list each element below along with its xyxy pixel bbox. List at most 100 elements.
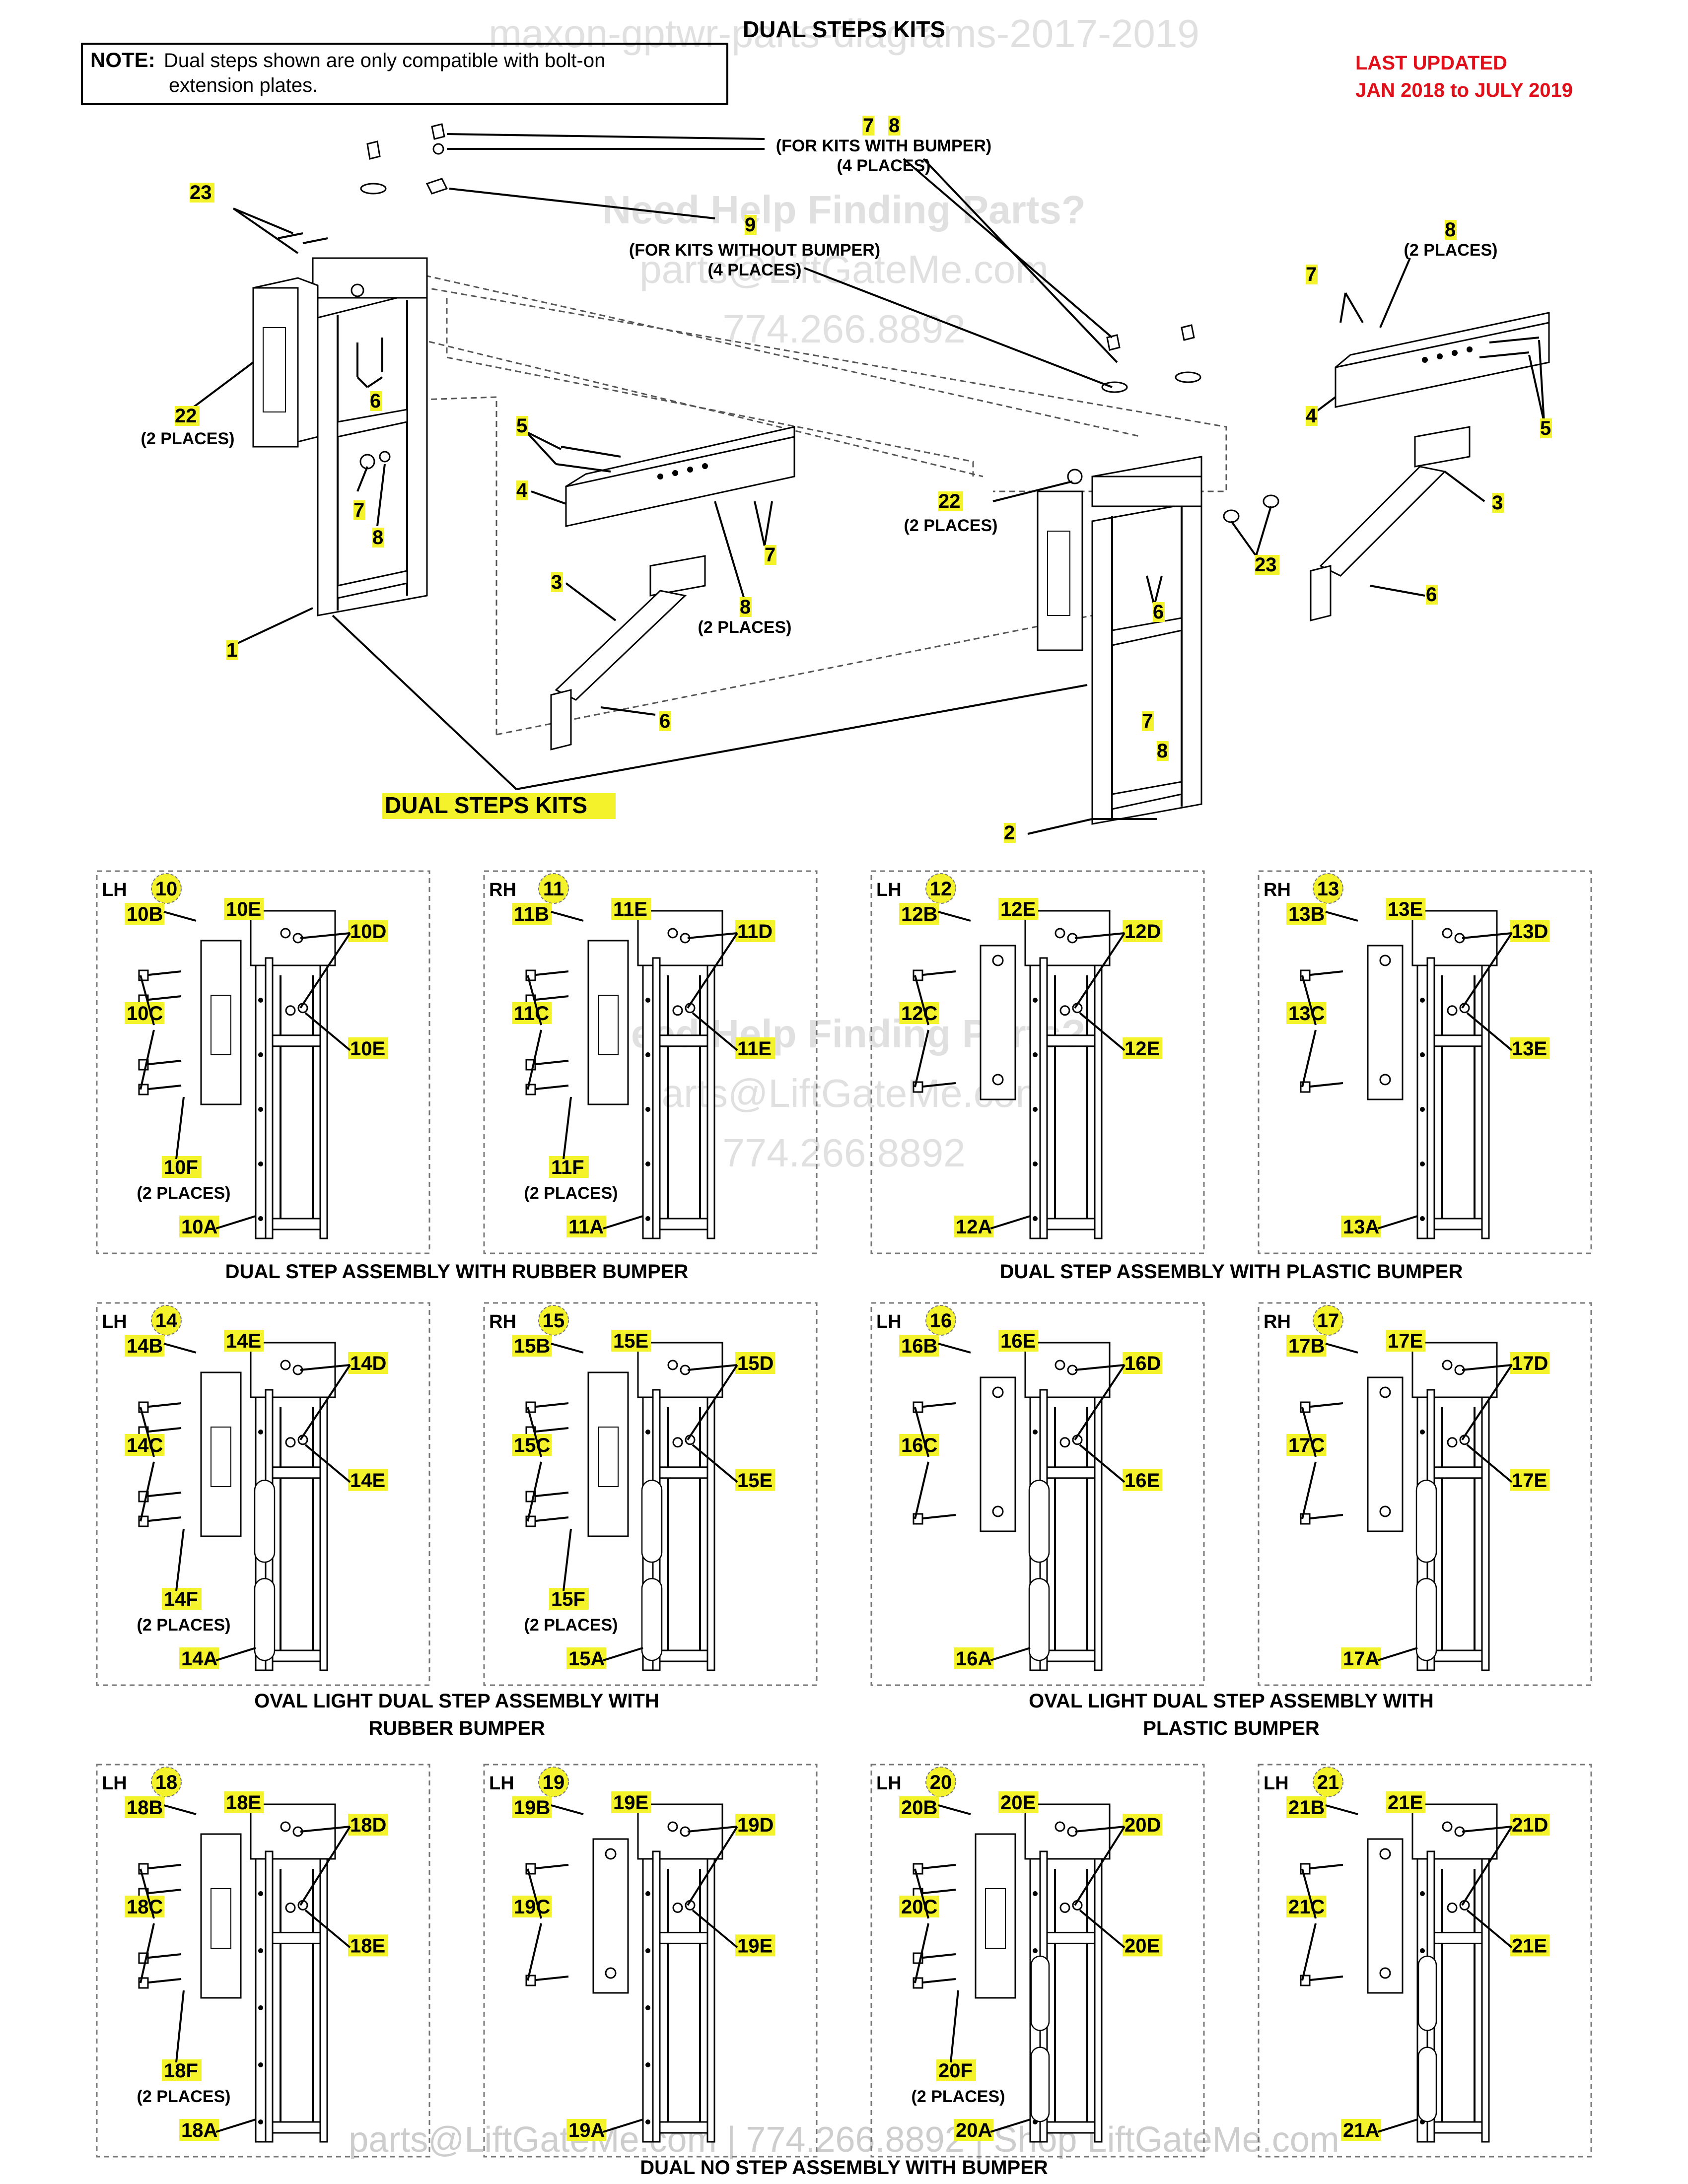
upper-step [1433,1034,1483,1047]
leader-line [914,975,929,1025]
callout-12A: 12A [956,1216,992,1238]
callout-19B-highlight [512,1796,552,1818]
upper-step [272,1034,321,1047]
callout-12E-bottom-highlight [1123,1037,1162,1059]
leader-line [563,1528,572,1591]
callout-15C: 15C [514,1434,550,1456]
leader-line [300,1826,351,1833]
panel-side-label: LH [876,1311,902,1332]
callout-16E-top: 16E [1000,1330,1036,1352]
callout-17E-bottom: 17E [1512,1470,1547,1492]
note-label: NOTE: [90,48,155,71]
watermark-footer: parts@LiftGateMe.com | 774.266.8892 | Sh… [349,2120,1339,2160]
leader-line [687,1364,738,1440]
mounting-plate [1024,910,1111,966]
label-four-places-b: (4 PLACES) [708,261,802,279]
panel-side-label: LH [102,880,127,900]
step-assembly [1411,1342,1498,1671]
callout-11E-bottom-highlight [735,1037,775,1059]
leader-line [1301,1029,1317,1088]
callout-3-right: 3 [1492,492,1503,514]
callout-15E-bottom-highlight [735,1469,775,1491]
callout-10E-top: 10E [226,898,261,920]
bolt-hole [1442,1360,1453,1370]
rivet [258,1216,263,1221]
leader-line [687,1364,738,1371]
leader-line [551,1343,584,1354]
rivet [1033,998,1038,1003]
note-line-2: extension plates. [169,74,318,96]
mounting-plate [250,910,336,966]
leader-line [1377,1647,1418,1661]
callout-19E-bottom: 19E [737,1935,773,1957]
watermark-phone-2: 774.266.8892 [722,1131,965,1175]
panel-frame [483,1764,818,2158]
callout-17C-highlight [1286,1434,1326,1456]
leader-line [1466,1012,1513,1051]
lower-step [659,2121,708,2134]
callout-15D-highlight [735,1352,775,1374]
oval-light [1028,1479,1050,1563]
bolt-head [1300,1401,1311,1413]
callout-14A: 14A [181,1648,217,1670]
callout-13A-highlight [1341,1216,1381,1237]
section-oval-plastic-1: OVAL LIGHT DUAL STEP ASSEMBLY WITH [1029,1690,1434,1712]
side-flange [642,1858,654,2143]
right-rail [319,964,328,1239]
callout-14D-highlight [348,1352,388,1374]
leader-line [1301,1868,1317,1919]
plastic-bumper [592,1838,629,1994]
callout-8-right: 8 [1445,219,1456,241]
rivet [1420,1948,1425,1953]
section-plastic: DUAL STEP ASSEMBLY WITH PLASTIC BUMPER [1000,1261,1463,1283]
callout-15A: 15A [568,1648,605,1670]
bolt-hole [285,1437,296,1448]
leader-line [527,975,542,1025]
bolt-hole [1055,928,1065,939]
callout-10A: 10A [181,1216,217,1238]
callout-11B: 11B [514,903,549,925]
callout-12E-top: 12E [1000,898,1036,920]
bolt [1305,1864,1343,1870]
callout-12E-bottom: 12E [1125,1038,1160,1060]
leader-line [140,1407,155,1457]
callout-17C: 17C [1288,1434,1325,1456]
panel-side-label: LH [102,1773,127,1794]
callout-15B: 15B [514,1335,550,1357]
rivet [645,1161,650,1166]
callout-23-right: 23 [1255,554,1277,576]
left-rail [265,957,274,1239]
bolt-head [913,1863,923,1875]
rivet [645,1107,650,1112]
bumper-hole [1379,1074,1391,1086]
rivet [645,2119,650,2124]
bumper-logo [598,995,619,1055]
panel-number-badge [925,1305,956,1336]
rivet [1420,1216,1425,1221]
callout-17A-highlight [1341,1647,1381,1669]
label-two-places-8-center: (2 PLACES) [698,618,792,637]
panel-number-badge [925,1767,956,1797]
callout-22-left: 22 [175,405,197,427]
leader-line [304,1909,351,1948]
upper-step [659,1931,708,1944]
callout-19D: 19D [737,1814,774,1836]
rivet [1420,1107,1425,1112]
leader-line [300,932,351,939]
callout-13E-bottom: 13E [1512,1038,1547,1060]
bolt-head [1300,969,1311,981]
leader-line [175,1528,185,1591]
step-assembly [250,910,336,1239]
section-oval-plastic-2: PLASTIC BUMPER [1143,1717,1320,1739]
label-two-places-22-right: (2 PLACES) [904,516,998,535]
callout-21D: 21D [1512,1814,1548,1836]
panel-number-badge [151,1305,182,1336]
callout-14D: 14D [350,1353,386,1374]
leader-line [140,1868,155,1919]
panel-side-label: LH [102,1311,127,1332]
bolt-hole [280,1821,291,1832]
panel-number-badge [151,873,182,904]
callout-10B-highlight [125,903,164,925]
callout-19E-top-highlight [611,1791,651,1813]
